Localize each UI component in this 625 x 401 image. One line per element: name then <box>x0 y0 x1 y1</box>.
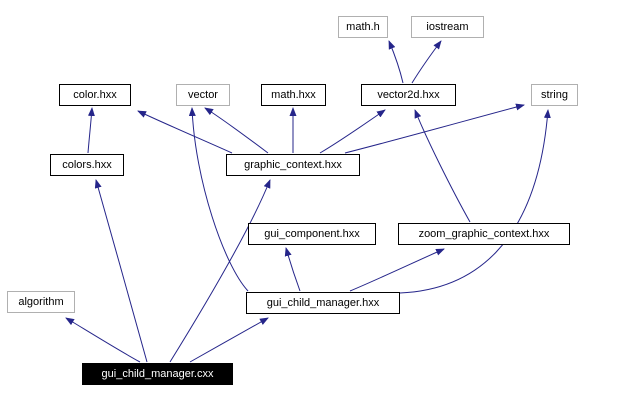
graph-edge <box>411 40 442 84</box>
graph-node-vector[interactable]: vector <box>176 84 230 106</box>
graph-node-gui-component-hxx[interactable]: gui_component.hxx <box>248 223 376 245</box>
graph-edge <box>399 109 551 294</box>
graph-node-algorithm[interactable]: algorithm <box>7 291 75 313</box>
graph-node-gui-child-manager-cxx[interactable]: gui_child_manager.cxx <box>82 363 233 385</box>
graph-node-graphic-context-hxx[interactable]: graphic_context.hxx <box>226 154 360 176</box>
graph-edge <box>319 109 386 154</box>
graph-node-color-hxx[interactable]: color.hxx <box>59 84 131 106</box>
graph-edge <box>188 107 249 292</box>
graph-node-colors-hxx[interactable]: colors.hxx <box>50 154 124 176</box>
graph-edge <box>169 179 271 363</box>
graph-edge <box>414 109 471 223</box>
graph-edge <box>87 107 95 154</box>
graph-edge <box>65 317 141 363</box>
graph-edge <box>284 247 301 292</box>
graph-node-vector2d-hxx[interactable]: vector2d.hxx <box>361 84 456 106</box>
graph-edge <box>137 110 233 154</box>
graph-edge <box>388 40 404 84</box>
graph-edge <box>94 179 148 363</box>
graph-edge <box>204 107 269 154</box>
graph-node-zoom-graphic-context-hxx[interactable]: zoom_graphic_context.hxx <box>398 223 570 245</box>
graph-edge <box>189 317 269 363</box>
graph-node-string[interactable]: string <box>531 84 578 106</box>
graph-edge <box>349 248 445 292</box>
graph-node-math-hxx[interactable]: math.hxx <box>261 84 326 106</box>
graph-edge <box>344 103 525 154</box>
graph-node-iostream[interactable]: iostream <box>411 16 484 38</box>
graph-node-gui-child-manager-hxx[interactable]: gui_child_manager.hxx <box>246 292 400 314</box>
graph-node-math-h[interactable]: math.h <box>338 16 388 38</box>
